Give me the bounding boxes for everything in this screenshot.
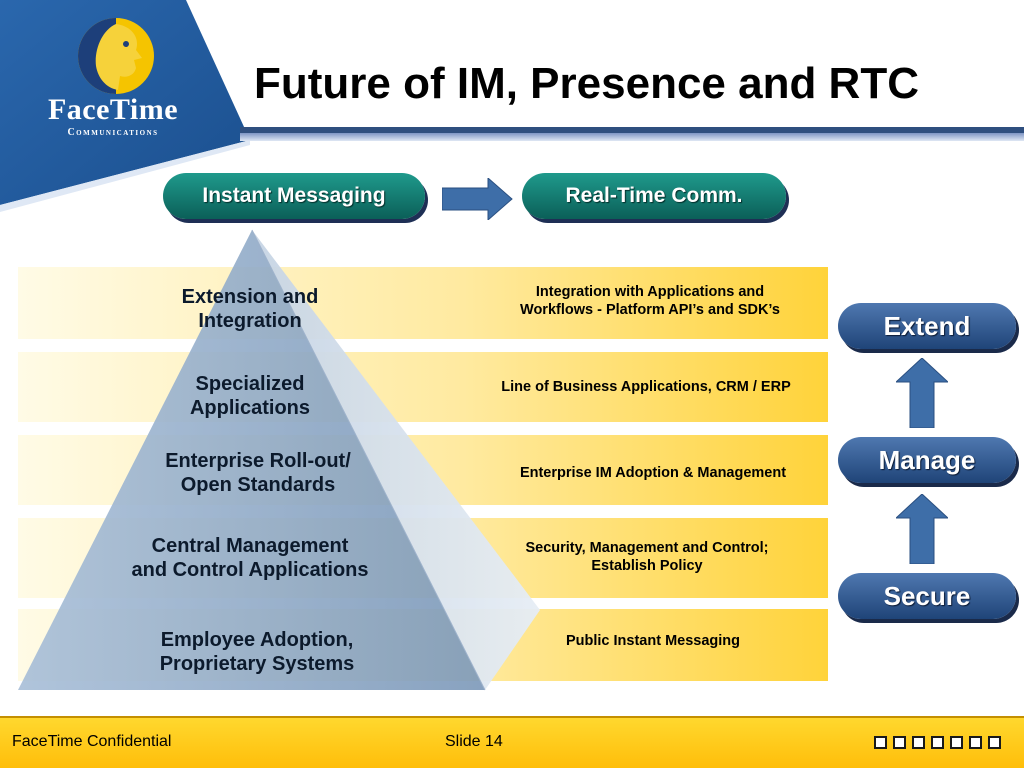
facetime-logo-icon xyxy=(78,18,154,94)
layer-description-3: Enterprise IM Adoption & Management xyxy=(519,465,787,481)
up-arrow-icon xyxy=(896,494,948,564)
layer-description-1: Integration with Applications and Workfl… xyxy=(520,284,780,318)
manage-pill: Manage xyxy=(838,437,1016,483)
right-arrow-icon xyxy=(442,178,513,220)
layer-description-2: Line of Business Applications, CRM / ERP xyxy=(501,379,791,395)
nav-square-icon[interactable] xyxy=(874,736,887,749)
nav-square-icon[interactable] xyxy=(931,736,944,749)
footer-confidential: FaceTime Confidential xyxy=(12,733,172,750)
real-time-comm-pill: Real-Time Comm. xyxy=(522,173,786,219)
extend-pill: Extend xyxy=(838,303,1016,349)
footer-bar xyxy=(0,718,1024,768)
logo: FaceTime Communications xyxy=(38,93,188,139)
layer-label-2: Specialized Applications xyxy=(189,373,310,419)
header-wedge xyxy=(0,0,250,212)
footer-rule xyxy=(0,716,1024,718)
up-arrow-icon xyxy=(896,358,948,428)
nav-square-icon[interactable] xyxy=(912,736,925,749)
nav-square-icon[interactable] xyxy=(893,736,906,749)
slide-navigation xyxy=(874,736,1001,749)
logo-name: FaceTime xyxy=(47,93,179,126)
slide-title: Future of IM, Presence and RTC xyxy=(254,59,919,108)
instant-messaging-pill: Instant Messaging xyxy=(163,173,425,219)
title-rule-shadow xyxy=(240,133,1024,141)
title-rule xyxy=(240,127,1024,133)
logo-subtitle: Communications xyxy=(67,127,159,138)
layer-label-1: Extension and Integration xyxy=(181,286,319,332)
layer-band-1 xyxy=(18,267,828,339)
layer-band-2 xyxy=(18,352,828,422)
layer-description-4: Security, Management and Control; Establ… xyxy=(525,540,769,574)
nav-square-icon[interactable] xyxy=(969,736,982,749)
nav-square-icon[interactable] xyxy=(988,736,1001,749)
layer-label-5: Employee Adoption, Proprietary Systems xyxy=(159,629,355,675)
layer-label-4: Central Management and Control Applicati… xyxy=(131,535,369,581)
nav-square-icon[interactable] xyxy=(950,736,963,749)
secure-pill: Secure xyxy=(838,573,1016,619)
layer-label-3: Enterprise Roll-out/ Open Standards xyxy=(165,450,351,496)
slide-number: Slide 14 xyxy=(445,733,503,750)
layer-description-5: Public Instant Messaging xyxy=(565,633,741,649)
